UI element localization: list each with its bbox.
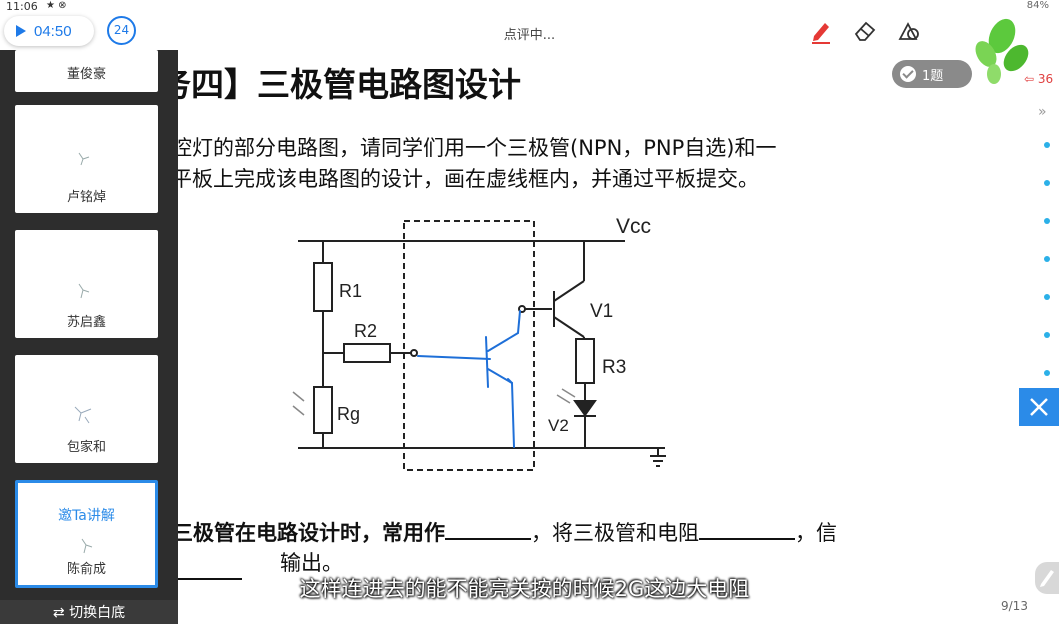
question-text: 输出。 [280, 551, 343, 575]
v2-label: V2 [548, 416, 569, 435]
indicator-dot [1044, 142, 1050, 148]
indicator-dot [1044, 180, 1050, 186]
student-sketch [81, 538, 93, 554]
student-name: 卢铭焯 [66, 190, 106, 205]
question-count: 1题 [922, 68, 944, 84]
student-card-selected[interactable]: 邀Ta讲解 陈俞成 [15, 480, 158, 588]
student-name: 包家和 [66, 440, 106, 455]
student-name: 陈俞成 [66, 562, 106, 577]
student-sketch [74, 406, 92, 424]
slide-body-line: 光控灯的部分电路图，请同学们用一个三极管(NPN，PNP自选)和一 [150, 136, 777, 160]
student-card[interactable]: 苏启鑫 [15, 230, 158, 338]
status-time: 11:06 [6, 0, 38, 13]
collapse-icon[interactable] [145, 20, 167, 42]
invite-explain-button[interactable]: 邀Ta讲解 [58, 508, 115, 524]
student-name: 董俊豪 [66, 67, 106, 82]
v1-label: V1 [590, 301, 613, 322]
pen-tool-icon[interactable] [808, 18, 834, 44]
eraser-tool-icon[interactable] [852, 18, 878, 44]
viewer-count-badge[interactable]: 24 [107, 16, 136, 45]
switch-white-background-button[interactable]: ⇄ 切换白底 [0, 600, 178, 624]
check-icon [900, 66, 916, 82]
playback-time: 04:50 [34, 22, 72, 40]
review-status: 点评中... [503, 28, 556, 43]
page-indicator: 9/13 [1001, 599, 1028, 613]
student-card[interactable]: 卢铭焯 [15, 105, 158, 213]
student-sketch [78, 283, 90, 299]
question-line: 三极管在电路设计时，常用作 ，将三极管和电阻 ，信 [172, 517, 837, 547]
question-text: 三极管在电路设计时，常用作 [172, 521, 445, 545]
answer-blank[interactable] [170, 578, 242, 580]
question-text: ，将三极管和电阻 [531, 521, 699, 545]
question-count-button[interactable]: 1题 [892, 60, 972, 88]
indicator-dot [1044, 218, 1050, 224]
slide-body-line: 在平板上完成该电路图的设计，画在虚线框内，并通过平板提交。 [150, 167, 759, 191]
indicator-dot [1044, 332, 1050, 338]
exit-badge[interactable]: ⇦ 36 [1024, 72, 1054, 86]
question-text: ，信 [795, 521, 837, 545]
shape-tool-icon[interactable] [896, 18, 922, 44]
answer-blank[interactable] [445, 518, 531, 540]
r2-label: R2 [354, 321, 377, 341]
student-card[interactable]: 董俊豪 [15, 50, 158, 92]
indicator-dot [1044, 370, 1050, 376]
r3-label: R3 [602, 357, 626, 378]
leaf-decoration-icon [975, 18, 1029, 84]
student-sidebar: 董俊豪 卢铭焯 苏启鑫 包家和 邀Ta讲解 陈俞成 [0, 50, 178, 624]
rg-label: Rg [337, 404, 360, 424]
r1-label: R1 [339, 281, 362, 301]
slide-body: 光控灯的部分电路图，请同学们用一个三极管(NPN，PNP自选)和一 在平板上完成… [150, 133, 777, 195]
status-icons: ★ ⊗ [46, 0, 67, 11]
exit-icon: ⇦ [1024, 72, 1038, 86]
video-subtitle: 这样连进去的能不能亮关按的时候2G这边大电阻 [299, 577, 750, 601]
battery-level: 84% [1026, 0, 1049, 11]
vcc-label: Vcc [616, 215, 651, 238]
indicator-dot [1044, 294, 1050, 300]
side-pen-handle[interactable] [1035, 562, 1059, 594]
close-icon [1030, 398, 1048, 416]
play-icon [16, 25, 26, 37]
indicator-dot [1044, 256, 1050, 262]
expand-more-icon[interactable]: » [1038, 104, 1047, 120]
circuit-diagram: Vcc R1 R2 Rg V1 R3 V2 [292, 215, 666, 471]
student-sketch [78, 152, 90, 166]
play-button[interactable]: 04:50 [4, 16, 94, 46]
close-button[interactable] [1019, 388, 1059, 426]
student-card[interactable]: 包家和 [15, 355, 158, 463]
student-name: 苏启鑫 [66, 315, 106, 330]
pencil-icon [1040, 570, 1054, 587]
answer-blank[interactable] [699, 518, 795, 540]
